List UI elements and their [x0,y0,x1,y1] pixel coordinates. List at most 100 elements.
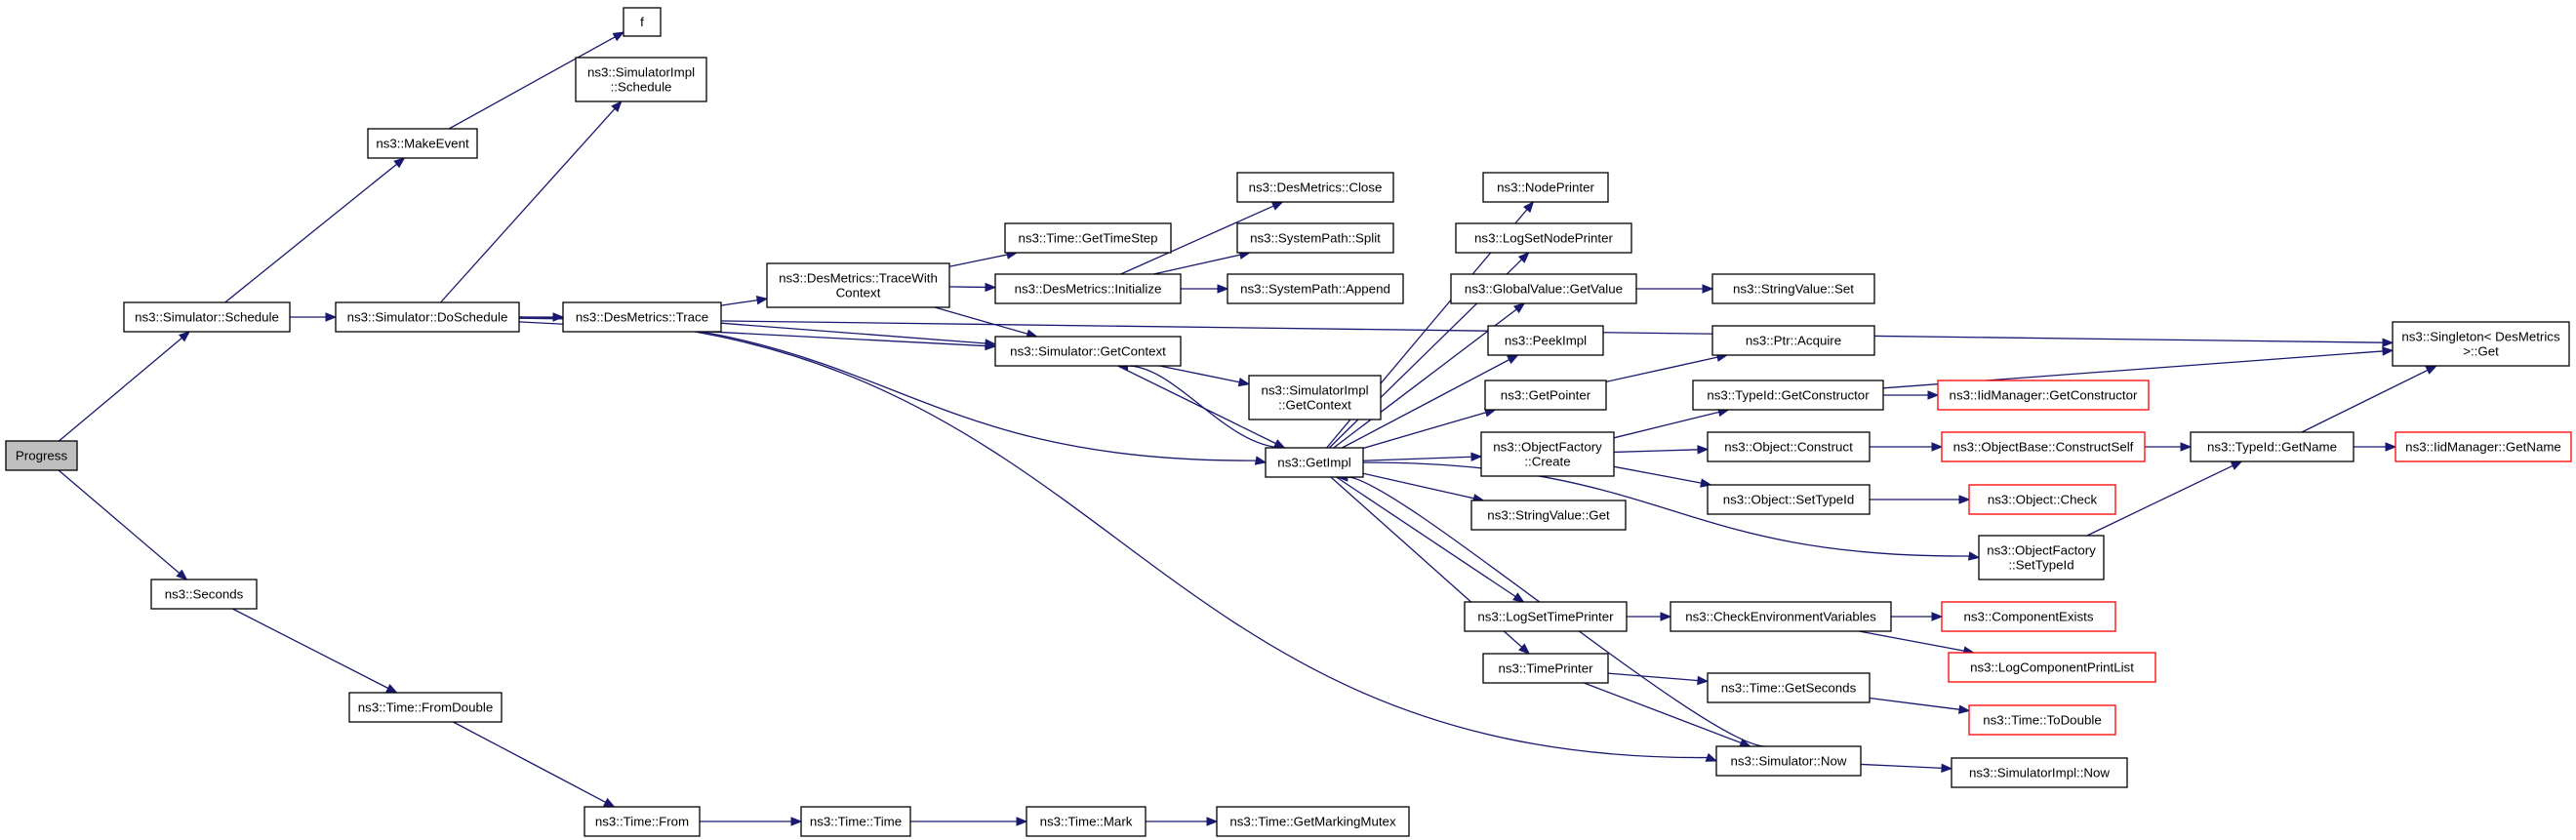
node-box [1711,325,1875,356]
node-do-schedule[interactable]: ns3::Simulator::DoSchedule [335,301,520,333]
node-label: ns3::Simulator::DoSchedule [347,310,508,325]
node-label: ns3::Simulator::Now [1731,754,1847,769]
node-time-fromdouble[interactable]: ns3::Time::FromDouble [348,692,503,723]
node-label: f [640,15,644,29]
node-label: ns3::Time::Time [810,815,902,829]
node-label: ns3::LogSetNodePrinter [1474,231,1613,246]
node-object-construct[interactable]: ns3::Object::Construct [1707,431,1871,462]
node-time-time[interactable]: ns3::Time::Time [800,806,911,837]
node-box [1236,172,1394,203]
node-sim-now[interactable]: ns3::Simulator::Now [1715,745,1862,777]
arrowhead-icon [1967,551,1981,561]
node-box [335,301,520,333]
node-object-settypeid[interactable]: ns3::Object::SetTypeId [1707,484,1871,515]
node-box [1715,745,1862,777]
edge-getpointer-to-ptr-acquire [1605,352,1729,382]
node-time-getseconds[interactable]: ns3::Time::GetSeconds [1707,672,1871,703]
edge-do-schedule-to-sim-now [518,316,1718,762]
node-stringvalue-get[interactable]: ns3::StringValue::Get [1470,500,1627,531]
node-time-todouble[interactable]: ns3::Time::ToDouble [1968,704,2116,736]
node-desmetrics-trace[interactable]: ns3::DesMetrics::Trace [562,301,722,333]
node-componentexists[interactable]: ns3::ComponentExists [1941,601,2116,632]
node-logsettimeprinter[interactable]: ns3::LogSetTimePrinter [1464,601,1628,632]
edge-line [2086,464,2234,537]
edge-line [1859,630,1965,652]
edge-sim-schedule-to-do-schedule [289,312,338,322]
node-logcomponentprintlist[interactable]: ns3::LogComponentPrintList [1948,652,2156,683]
edge-line [518,317,2384,343]
node-label: ns3::TypeId::GetName [2207,440,2337,455]
node-nodeprinter[interactable]: ns3::NodePrinter [1482,172,1609,203]
node-timeprinter[interactable]: ns3::TimePrinter [1482,653,1609,684]
node-label: ns3::ComponentExists [1963,610,2093,624]
node-getimpl[interactable]: ns3::GetImpl [1265,447,1364,478]
node-simimpl-getcontext[interactable]: ns3::SimulatorImpl::GetContext [1248,375,1382,420]
node-label: ns3::NodePrinter [1497,180,1594,195]
node-label: ns3::GetImpl [1277,456,1350,470]
node-typeid-getname[interactable]: ns3::TypeId::GetName [2190,431,2355,462]
node-make-event[interactable]: ns3::MakeEvent [367,128,478,159]
arrowhead-icon [1927,390,1940,400]
arrowhead-icon [2180,442,2193,452]
node-desmetrics-close[interactable]: ns3::DesMetrics::Close [1236,172,1394,203]
edge-getimpl-to-nodeprinter [1326,200,1535,449]
edge-objectbase-constructself-to-typeid-getname [2144,442,2193,452]
edge-do-schedule-to-singleton-get [518,317,2395,347]
node-iidmanager-getconstructor[interactable]: ns3::IidManager::GetConstructor [1937,380,2150,411]
node-progress[interactable]: Progress [5,440,78,471]
edge-checkenvvars-to-logcomponentprintlist [1859,630,1976,656]
node-typeid-getconstructor[interactable]: ns3::TypeId::GetConstructor [1692,380,1884,411]
node-logsetnodeprinter[interactable]: ns3::LogSetNodePrinter [1455,222,1632,254]
node-objectfactory-create[interactable]: ns3::ObjectFactory::Create [1480,431,1615,477]
node-iidmanager-getname[interactable]: ns3::IidManager::GetName [2395,431,2572,462]
node-time-mark[interactable]: ns3::Time::Mark [1026,806,1147,837]
node-simimpl-schedule[interactable]: ns3::SimulatorImpl::Schedule [575,57,707,102]
node-objectbase-constructself[interactable]: ns3::ObjectBase::ConstructSelf [1941,431,2146,462]
node-time-gettimestep[interactable]: ns3::Time::GetTimeStep [1004,222,1172,254]
node-ptr-acquire[interactable]: ns3::Ptr::Acquire [1711,325,1875,356]
node-systempath-split[interactable]: ns3::SystemPath::Split [1236,222,1394,254]
node-peekimpl[interactable]: ns3::PeekImpl [1487,325,1604,356]
edge-line [720,299,760,306]
node-simimpl-now[interactable]: ns3::SimulatorImpl::Now [1951,757,2128,788]
edge-desmetrics-trace-to-desmetrics-tracewithcontext [720,296,769,306]
edge-line [518,316,1708,759]
node-f[interactable]: f [623,7,662,37]
node-objectfactory-settypeid[interactable]: ns3::ObjectFactory::SetTypeId [1978,535,2105,580]
node-label: ns3::ObjectBase::ConstructSelf [1953,440,2134,455]
edge-line [1613,465,1703,484]
node-label: ns3::Time::GetTimeStep [1018,231,1157,246]
node-sim-getcontext[interactable]: ns3::Simulator::GetContext [994,336,1182,367]
node-desmetrics-initialize[interactable]: ns3::DesMetrics::Initialize [994,273,1182,304]
node-sim-schedule[interactable]: ns3::Simulator::Schedule [123,301,291,333]
edge-desmetrics-initialize-to-systempath-append [1181,284,1229,294]
node-stringvalue-set[interactable]: ns3::StringValue::Set [1711,273,1875,304]
edge-time-from-to-time-time [699,817,803,826]
node-singleton-get[interactable]: ns3::Singleton< DesMetrics>::Get [2392,321,2570,367]
node-box [1470,500,1627,531]
node-label: ::SetTypeId [2008,558,2073,573]
node-getpointer[interactable]: ns3::GetPointer [1484,380,1607,411]
edge-line [58,469,181,575]
edge-line [1882,350,2384,389]
node-seconds[interactable]: ns3::Seconds [150,579,258,610]
node-checkenvvars[interactable]: ns3::CheckEnvironmentVariables [1670,601,1892,632]
arrowhead-icon [612,31,625,42]
arrowhead-icon [1517,252,1530,263]
node-time-from[interactable]: ns3::Time::From [584,806,701,837]
node-box [1978,535,2105,580]
edge-line [1127,365,1285,449]
node-systempath-append[interactable]: ns3::SystemPath::Append [1227,273,1404,304]
edge-line [1613,411,1720,439]
node-globalvalue-getvalue[interactable]: ns3::GlobalValue::GetValue [1450,273,1637,304]
node-box [994,273,1182,304]
edge-line [1860,763,1943,769]
edge-getimpl-to-timeprinter [1330,476,1531,655]
node-label: ns3::GetPointer [1501,388,1591,403]
node-label: ns3::SimulatorImpl [1261,383,1368,398]
node-object-check[interactable]: ns3::Object::Check [1968,484,2116,515]
node-label: ns3::Time::GetMarkingMutex [1229,815,1396,829]
node-box [1480,431,1615,477]
node-time-getmarkingmutex[interactable]: ns3::Time::GetMarkingMutex [1216,806,1410,837]
